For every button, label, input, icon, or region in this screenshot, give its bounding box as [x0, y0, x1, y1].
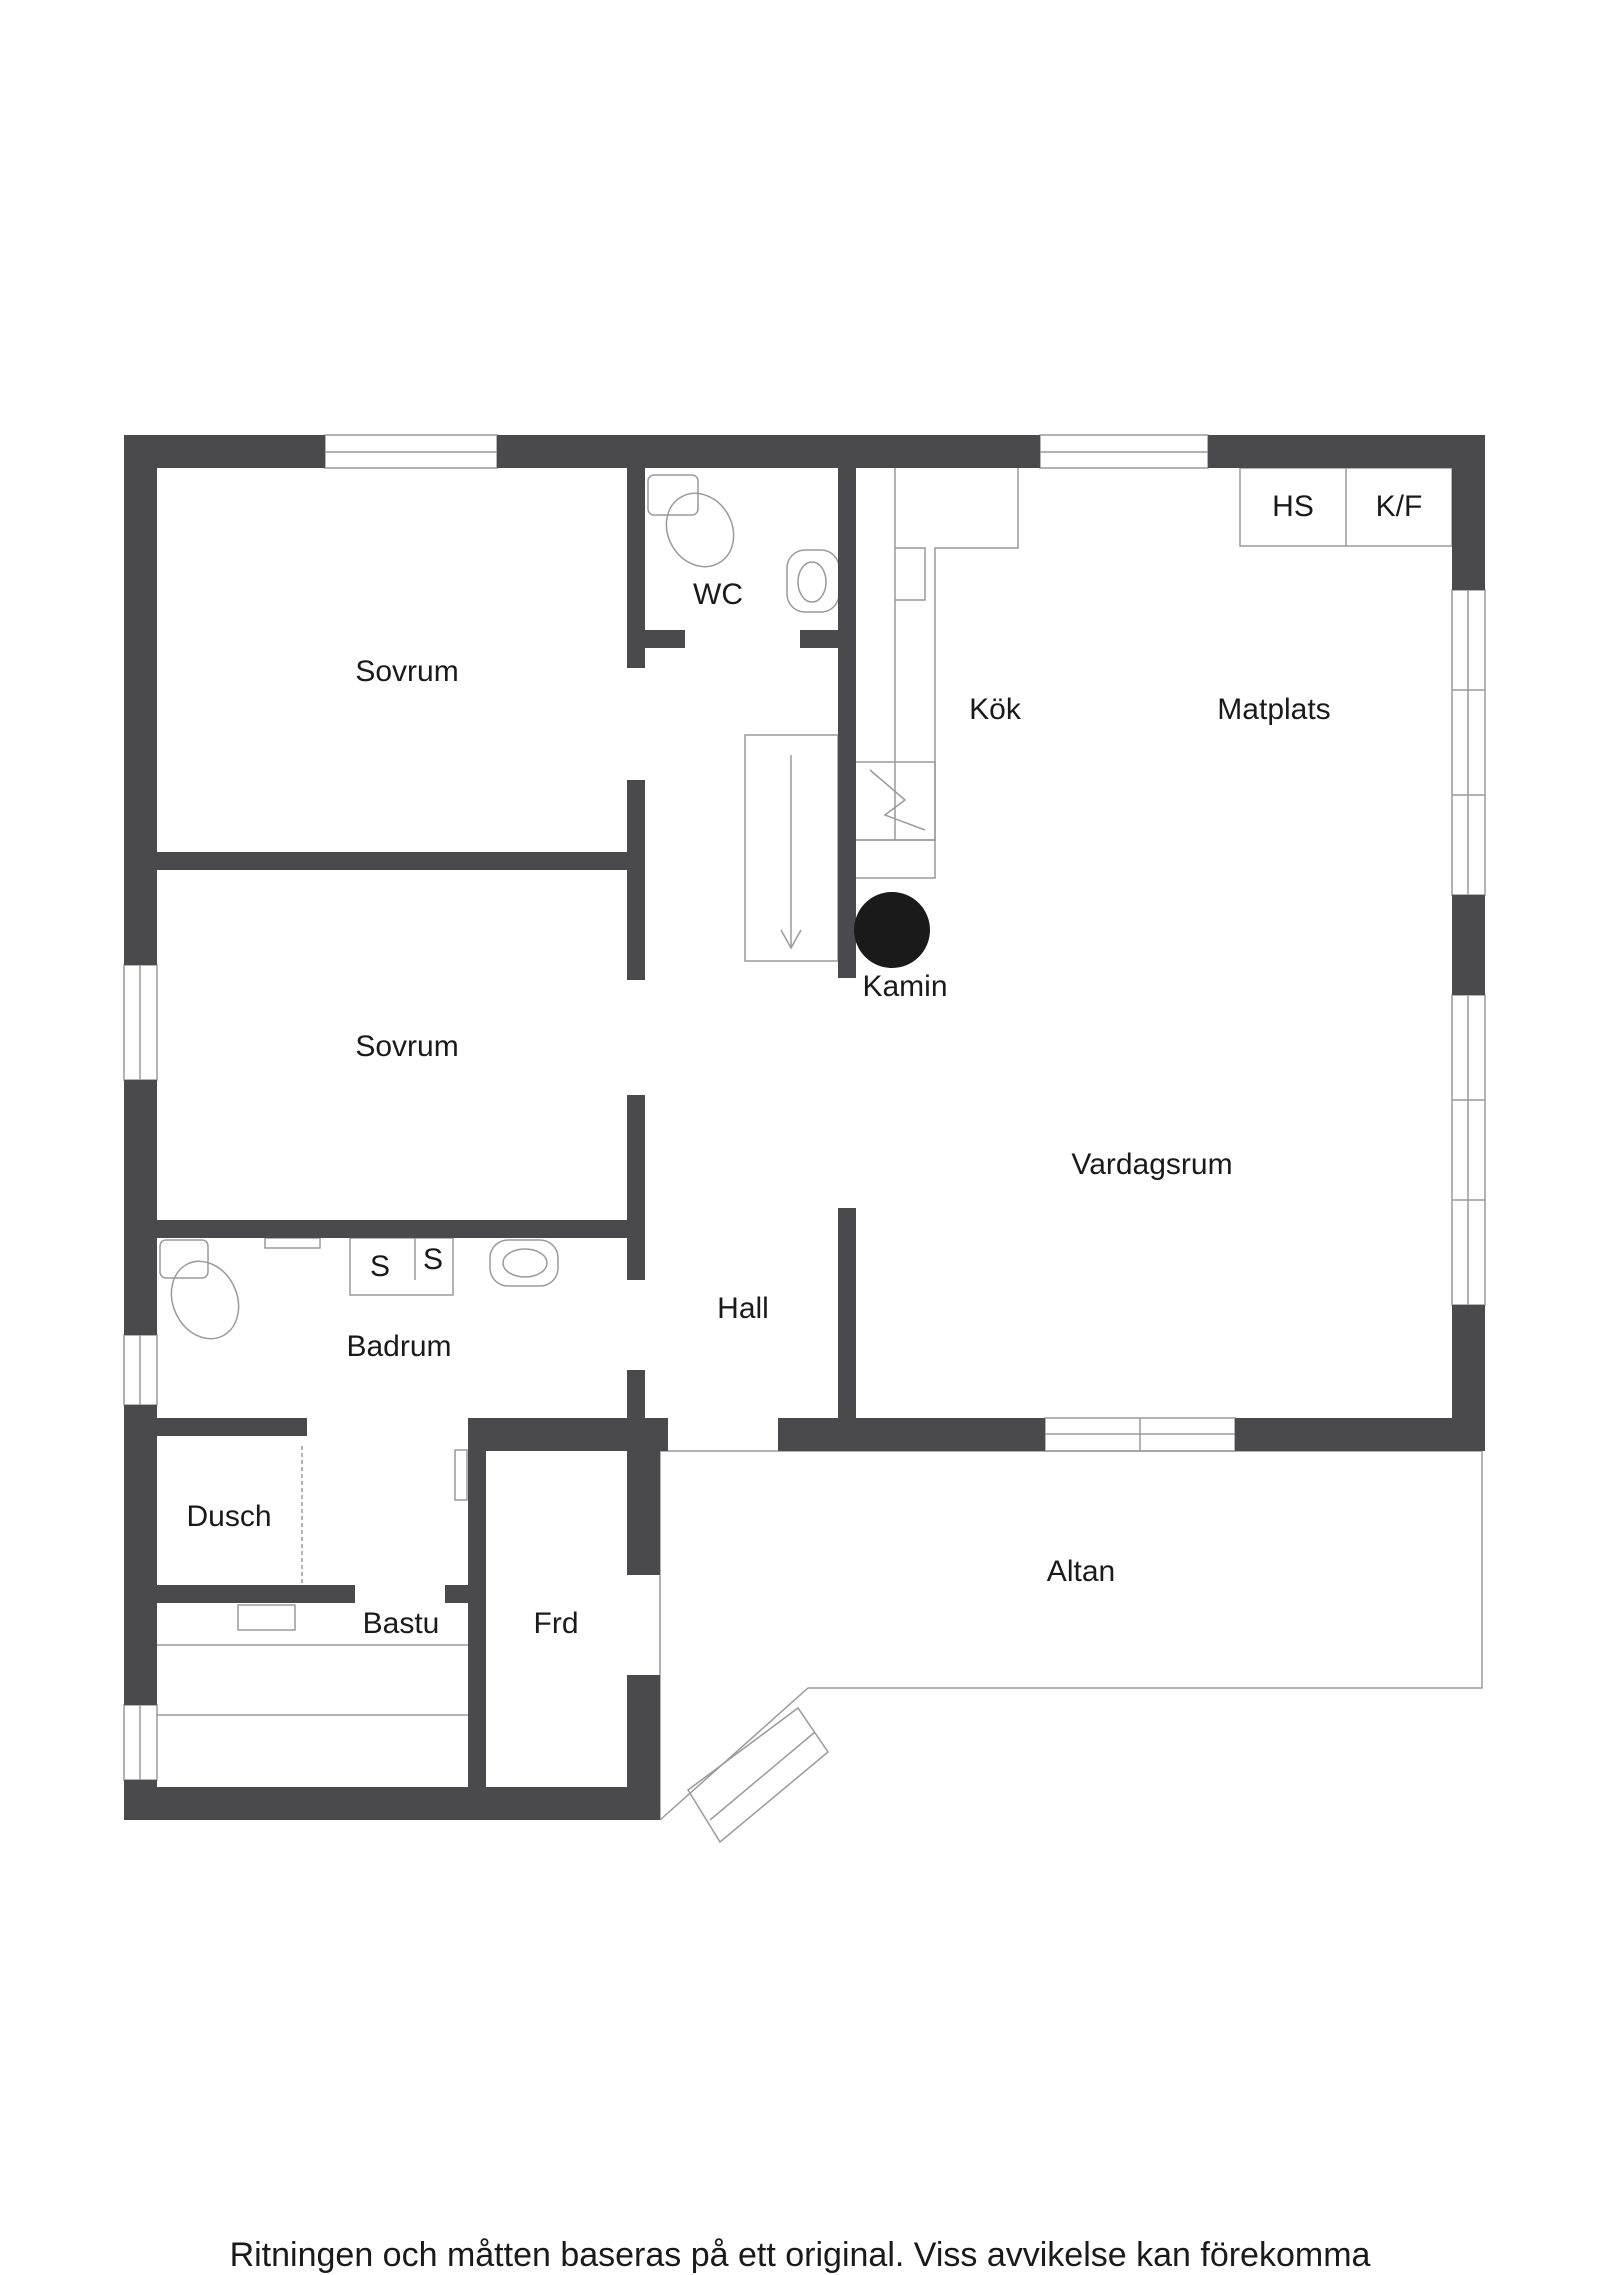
room-label-dusch: Dusch — [186, 1500, 272, 1533]
label-kamin: Kamin — [862, 970, 948, 1003]
disclaimer-text: Ritningen och måtten baseras på ett orig… — [229, 2236, 1371, 2274]
room-label-sovrum-2: Sovrum — [355, 1030, 459, 1063]
fireplace — [854, 892, 930, 968]
appliance-label-kf: K/F — [1375, 490, 1423, 523]
room-label-sovrum-1: Sovrum — [355, 655, 459, 688]
room-label-frd: Frd — [533, 1607, 579, 1640]
room-label-vardagsrum: Vardagsrum — [1071, 1148, 1233, 1181]
walls — [124, 435, 1485, 1820]
room-label-altan: Altan — [1046, 1555, 1116, 1588]
label-s-1: S — [369, 1250, 391, 1283]
appliance-label-hs: HS — [1272, 490, 1314, 523]
room-label-badrum: Badrum — [346, 1330, 452, 1363]
room-label-wc: WC — [693, 578, 743, 611]
label-s-2: S — [422, 1243, 444, 1276]
room-label-matplats: Matplats — [1217, 693, 1331, 726]
room-label-kok: Kök — [969, 693, 1021, 726]
room-label-bastu: Bastu — [362, 1607, 440, 1640]
room-label-hall: Hall — [717, 1292, 769, 1325]
